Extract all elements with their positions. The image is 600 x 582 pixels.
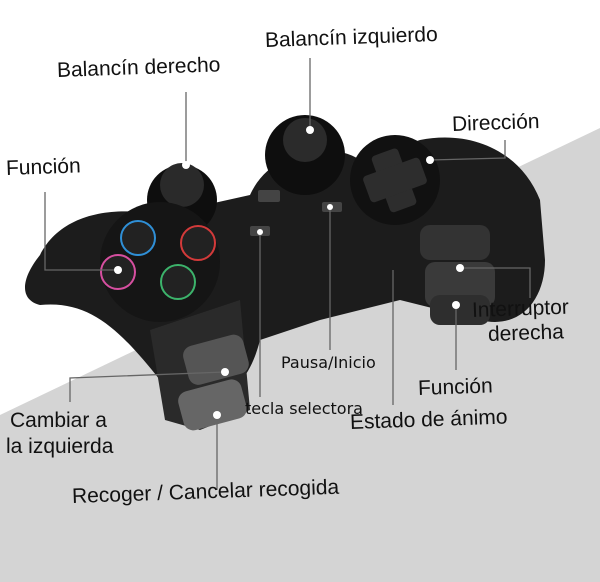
label-right-switch-2: derecha	[487, 320, 565, 346]
label-select-key: tecla selectora	[245, 399, 363, 418]
left-shoulder-l1	[183, 334, 249, 385]
cross-button	[160, 264, 196, 300]
label-mood-state: Estado de ánimo	[349, 405, 508, 434]
label-function-left: Función	[5, 154, 82, 180]
left-shoulder-l2	[178, 379, 247, 431]
label-function-right: Función	[417, 374, 494, 400]
right-shoulder-r1	[420, 225, 490, 260]
callout-dots	[114, 126, 464, 419]
right-shoulder-r3	[430, 295, 490, 325]
mode-button	[258, 190, 280, 202]
label-switch-left-1: Cambiar a	[10, 409, 107, 432]
label-pause-start: Pausa/Inicio	[281, 353, 376, 372]
label-switch-left-2: la izquierda	[6, 435, 114, 458]
triangle-button	[120, 220, 156, 256]
circle-button	[180, 225, 216, 261]
label-direction: Dirección	[451, 109, 540, 136]
leader-lines	[44, 58, 531, 490]
